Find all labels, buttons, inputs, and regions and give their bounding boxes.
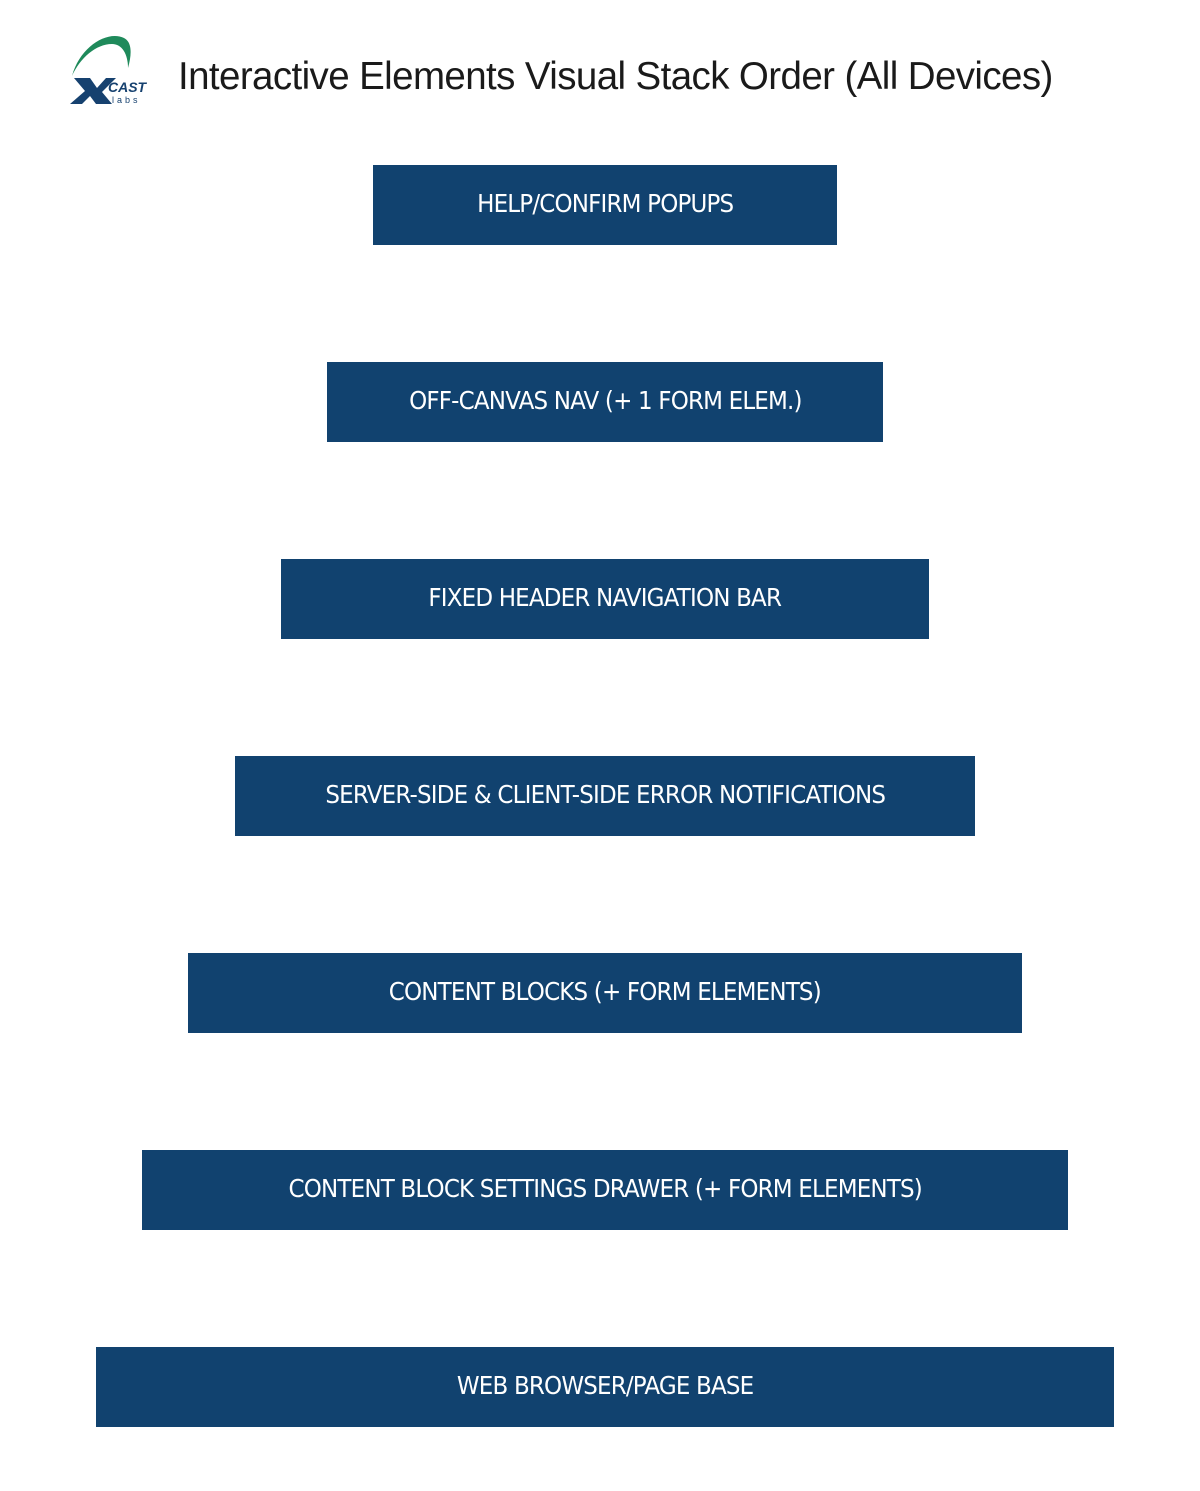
layer-label: HELP/CONFIRM POPUPS bbox=[476, 188, 734, 218]
layer-off-canvas-nav: OFF-CANVAS NAV (+ 1 FORM ELEM.) bbox=[327, 362, 883, 442]
layer-help-confirm-popups: HELP/CONFIRM POPUPS bbox=[373, 165, 837, 245]
layer-web-browser-page-base: WEB BROWSER/PAGE BASE bbox=[96, 1347, 1114, 1427]
layer-content-blocks: CONTENT BLOCKS (+ FORM ELEMENTS) bbox=[188, 953, 1022, 1033]
layer-label: WEB BROWSER/PAGE BASE bbox=[456, 1370, 754, 1400]
xcast-labs-logo-icon: CAST labs bbox=[70, 35, 148, 105]
layer-label: CONTENT BLOCK SETTINGS DRAWER (+ FORM EL… bbox=[288, 1173, 922, 1203]
layer-label: OFF-CANVAS NAV (+ 1 FORM ELEM.) bbox=[408, 385, 802, 415]
layer-label: FIXED HEADER NAVIGATION BAR bbox=[428, 582, 783, 612]
page-title: Interactive Elements Visual Stack Order … bbox=[178, 55, 1053, 98]
layer-label: CONTENT BLOCKS (+ FORM ELEMENTS) bbox=[388, 976, 822, 1006]
layer-error-notifications: SERVER-SIDE & CLIENT-SIDE ERROR NOTIFICA… bbox=[235, 756, 975, 836]
xcast-labs-logo: CAST labs bbox=[66, 32, 156, 108]
layer-content-block-settings-drawer: CONTENT BLOCK SETTINGS DRAWER (+ FORM EL… bbox=[142, 1150, 1068, 1230]
logo-cast-text: CAST bbox=[108, 79, 148, 95]
layer-label: SERVER-SIDE & CLIENT-SIDE ERROR NOTIFICA… bbox=[325, 779, 886, 809]
logo-labs-text: labs bbox=[112, 95, 141, 105]
layer-fixed-header-navigation-bar: FIXED HEADER NAVIGATION BAR bbox=[281, 559, 929, 639]
